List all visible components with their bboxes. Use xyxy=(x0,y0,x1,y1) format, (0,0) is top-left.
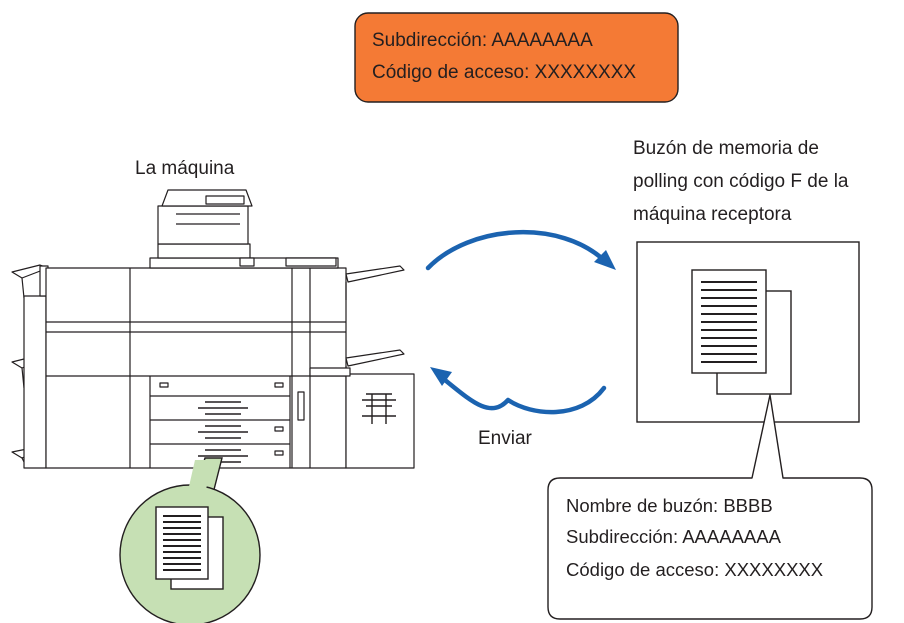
callout-mailbox-name: Nombre de buzón: BBBB xyxy=(566,495,773,516)
callout-subaddress: Subdirección: AAAAAAAA xyxy=(566,526,781,547)
receiver-label-line2: polling con código F de la xyxy=(633,171,849,192)
machine-label: La máquina xyxy=(135,158,235,179)
header-box xyxy=(354,12,679,103)
header-subaddress: Subdirección: AAAAAAAA xyxy=(372,30,593,51)
callout-access-code: Código de acceso: XXXXXXXX xyxy=(566,559,824,580)
document-icon-receiver xyxy=(691,269,792,395)
document-icon-circle xyxy=(155,506,224,590)
header-access-code: Código de acceso: XXXXXXXX xyxy=(372,62,637,83)
mailbox-callout xyxy=(547,394,873,620)
send-label: Enviar xyxy=(478,428,532,449)
arrow-send xyxy=(430,367,607,415)
receiver-label-line3: máquina receptora xyxy=(633,204,792,225)
arrow-to-receiver xyxy=(425,229,616,271)
machine-icon xyxy=(11,189,415,469)
receiver-label-line1: Buzón de memoria de xyxy=(633,138,819,159)
